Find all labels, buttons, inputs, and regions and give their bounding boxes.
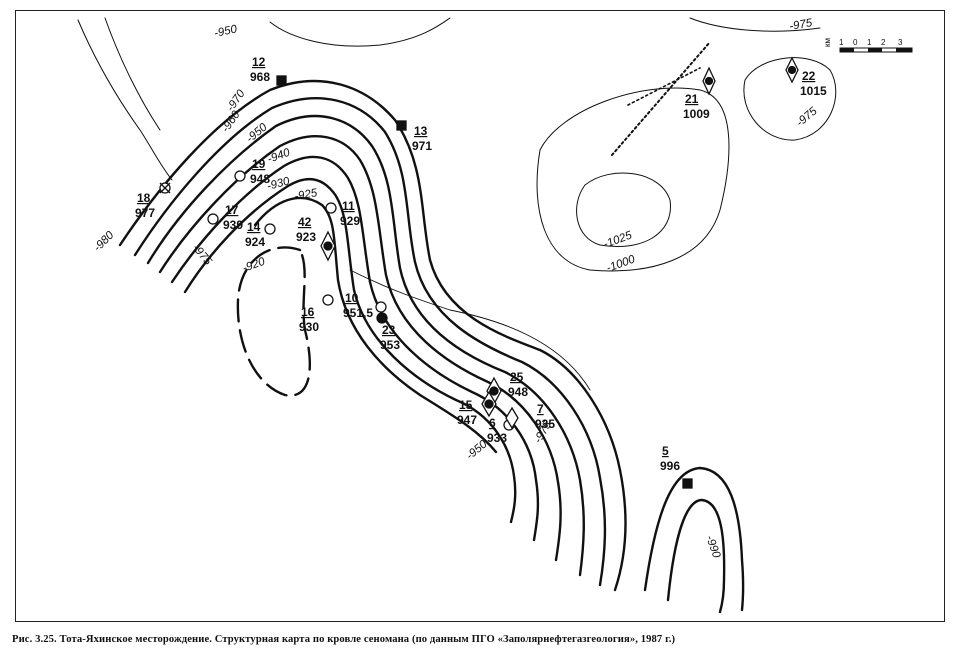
well-open-circle-icon [264,223,276,235]
well-open-circle-icon [207,213,219,225]
scale-tick: 1 [867,38,872,47]
well-altitude-label: 1015 [800,84,827,98]
well-open-circle-icon [234,170,246,182]
well-crossed-circle-icon [159,182,171,194]
well-number-label: 6 [489,416,496,430]
contour-line [253,196,498,454]
scale-tick: 3 [898,38,903,47]
well-open-circle-icon [325,202,337,214]
well-diamond-gas-icon [505,406,519,430]
well-number-label: 17 [225,203,239,217]
well-number-label: 11 [342,199,355,213]
contour-line [158,135,562,562]
well-number-label: 5 [662,444,669,458]
well-altitude-label: 951,5 [343,306,373,320]
well-open-circle-icon [322,294,334,306]
contour-value-label: -1025 [602,229,634,251]
contour-line [743,57,837,141]
well-altitude-label: 968 [250,70,270,84]
well-altitude-label: 948 [508,385,528,399]
well-number-label: 12 [252,55,266,69]
contour-line [133,97,607,587]
well-altitude-label: 1009 [683,107,710,121]
well-number-label: 21 [685,92,699,106]
well-open-circle-icon [375,301,387,313]
well-number-label: 18 [137,191,151,205]
well-filled-square-icon [396,120,407,131]
contour-value-label: -980 [92,229,117,254]
well-altitude-label: 929 [340,214,360,228]
well-number-label: 7 [537,402,544,416]
scale-tick: 0 [853,38,858,47]
contour-value-label: -930 [266,175,292,193]
contour-value-label: -975 [794,105,820,129]
contour-line [183,177,517,524]
well-diamond-gas-icon [320,230,336,262]
well-number-label: 42 [298,215,312,229]
contour-value-label: -920 [241,255,267,274]
figure-caption: Рис. 3.25. Тота-Яхинское месторождение. … [12,634,676,645]
contour-line [689,17,821,32]
well-diamond-gas-icon [702,66,716,96]
fault-line [611,41,711,156]
contour-line [269,17,451,47]
contour-value-label: -975 [190,242,214,268]
contour-line [170,155,540,542]
contour-line [104,17,161,131]
fault-line [627,67,701,106]
contour-line [77,19,173,181]
well-altitude-label: 924 [245,235,265,249]
well-filled-square-icon [682,478,693,489]
contour-line [118,79,627,592]
well-altitude-label: 996 [660,459,680,473]
well-diamond-gas-icon [785,56,799,84]
scale-tick: 1 [839,38,844,47]
well-number-label: 22 [802,69,816,83]
well-altitude-label: 939 [223,218,243,232]
well-number-label: 23 [382,323,396,337]
scale-unit: км [823,38,832,47]
well-number-label: 25 [510,370,524,384]
contour-value-label: -975 [788,17,813,33]
contour-line [349,269,591,391]
well-altitude-label: 933 [487,431,507,445]
contour-line [643,466,745,612]
contour-value-label: -925 [293,187,318,203]
well-altitude-label: 935 [535,417,555,431]
well-altitude-label: 977 [135,206,155,220]
well-number-label: 10 [345,291,359,305]
contour-value-label: -950 [213,23,239,40]
contour-line [576,172,671,247]
contour-value-label: -970 [225,87,248,113]
well-altitude-label: 930 [299,320,319,334]
contour-value-label: -1000 [605,253,637,275]
scale-bar: км 1 0 1 2 3 [823,38,913,53]
contour-value-label: -990 [703,534,722,560]
well-filled-circle-icon [376,312,388,324]
well-number-label: 19 [252,157,266,171]
well-number-label: 16 [301,305,315,319]
well-number-label: 14 [247,220,261,234]
well-number-label: 13 [414,124,428,138]
well-altitude-label: 947 [457,413,477,427]
map-frame [15,10,945,622]
contour-line [146,114,585,577]
contour-line [236,246,312,397]
scale-tick: 2 [881,38,886,47]
well-diamond-gas-icon [481,390,497,418]
well-altitude-label: 971 [412,139,432,153]
well-altitude-label: 948 [250,172,270,186]
well-filled-square-icon [276,75,287,86]
well-number-label: 15 [459,398,473,412]
contour-line [666,498,726,614]
contour-line [536,87,730,272]
well-altitude-label: 923 [296,230,316,244]
well-altitude-label: 953 [380,338,400,352]
